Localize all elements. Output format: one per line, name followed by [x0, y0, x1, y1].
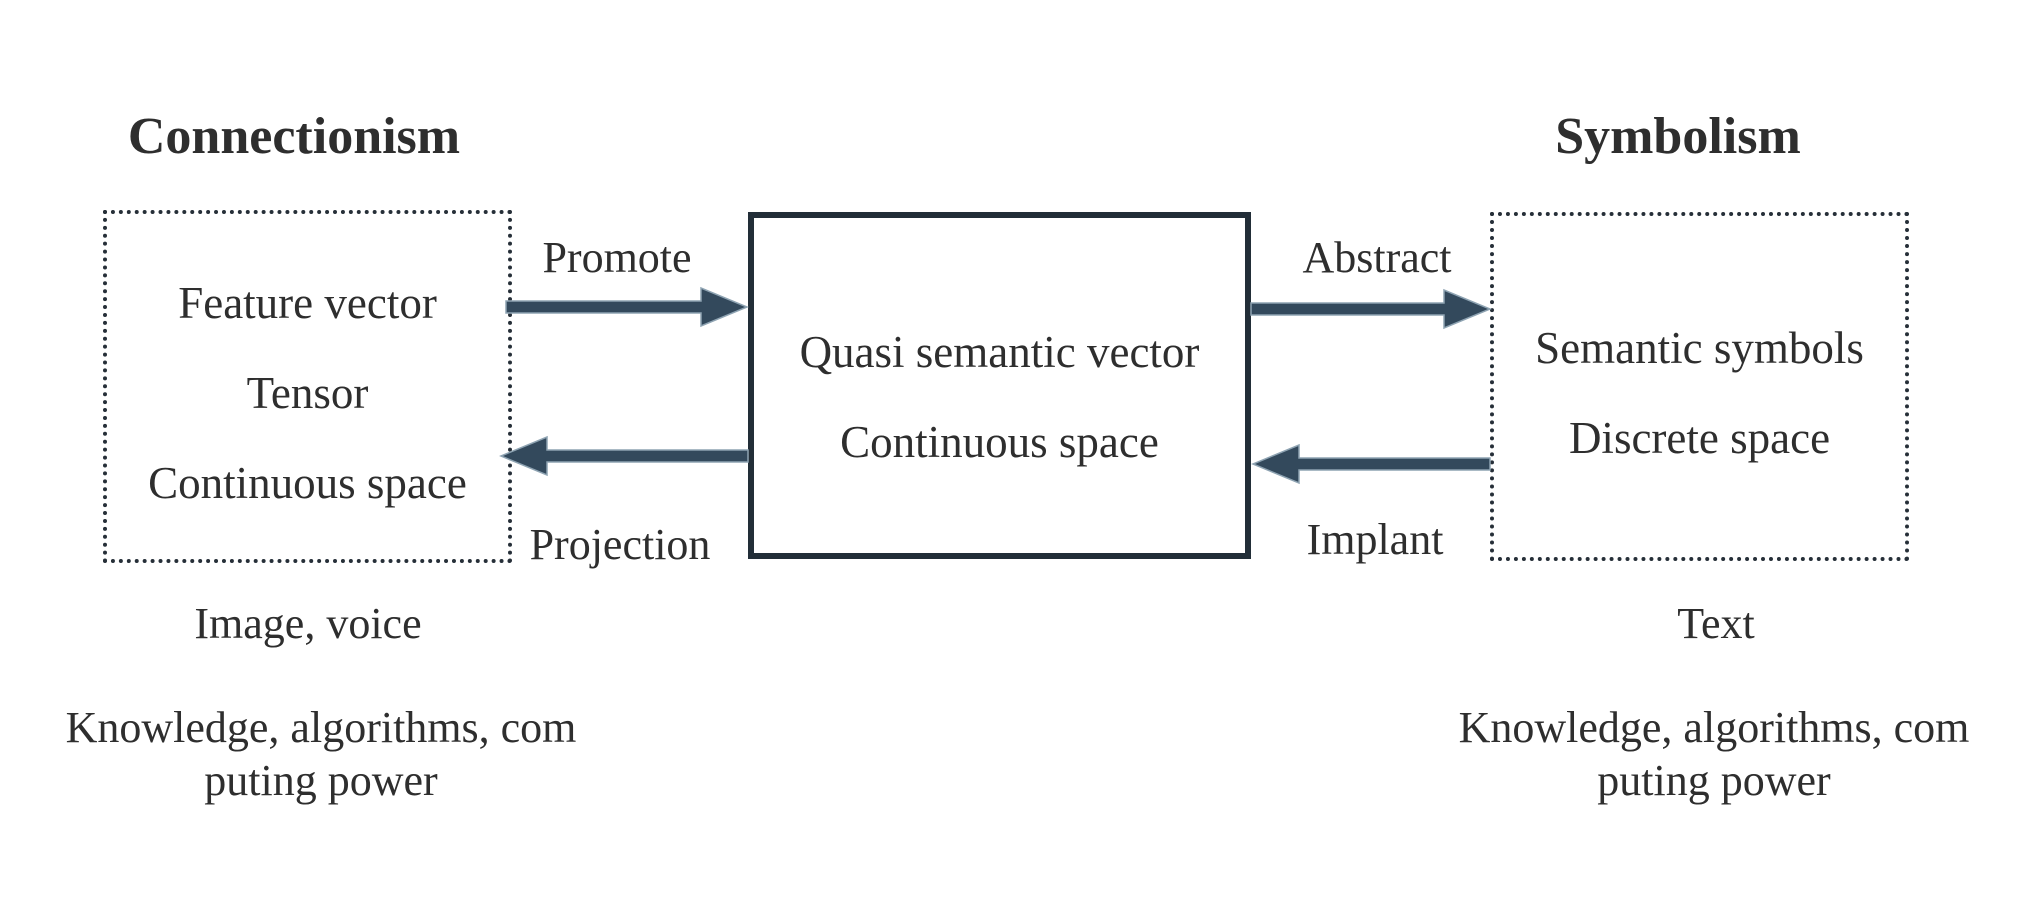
connectionism-box-content: Feature vector Tensor Continuous space	[107, 258, 508, 528]
connectionism-box: Feature vector Tensor Continuous space	[103, 210, 512, 563]
right-note: Knowledge, algorithms, com puting power	[1459, 701, 1970, 807]
connectionism-box-item: Tensor	[246, 367, 369, 418]
promote-arrow-icon	[505, 286, 749, 328]
left-note-line: puting power	[204, 756, 438, 805]
promote-label: Promote	[542, 233, 692, 282]
connectionism-heading: Connectionism	[127, 108, 461, 165]
quasi-semantic-box-item: Quasi semantic vector	[799, 326, 1200, 377]
projection-arrow-icon	[499, 435, 749, 477]
symbolism-heading: Symbolism	[1555, 108, 1801, 165]
symbolism-box-item: Semantic symbols	[1535, 322, 1864, 373]
quasi-semantic-box-item: Continuous space	[840, 416, 1159, 467]
connectionism-box-item: Continuous space	[148, 457, 467, 508]
symbolism-box-content: Semantic symbols Discrete space	[1494, 303, 1905, 483]
left-note-line: Knowledge, algorithms, com	[65, 703, 577, 752]
quasi-semantic-box: Quasi semantic vector Continuous space	[748, 212, 1251, 559]
right-note-line: Knowledge, algorithms, com	[1458, 703, 1970, 752]
right-note-line: puting power	[1597, 756, 1831, 805]
abstract-label: Abstract	[1302, 233, 1452, 282]
symbolism-box: Semantic symbols Discrete space	[1490, 212, 1909, 561]
symbolism-box-item: Discrete space	[1568, 412, 1831, 463]
left-caption: Image, voice	[194, 599, 422, 648]
implant-arrow-icon	[1251, 443, 1491, 485]
left-note: Knowledge, algorithms, com puting power	[66, 701, 577, 807]
quasi-semantic-box-content: Quasi semantic vector Continuous space	[754, 307, 1245, 487]
implant-label: Implant	[1306, 515, 1444, 564]
abstract-arrow-icon	[1250, 288, 1492, 330]
connectionism-box-item: Feature vector	[178, 277, 437, 328]
right-caption: Text	[1677, 599, 1755, 648]
projection-label: Projection	[529, 520, 711, 569]
